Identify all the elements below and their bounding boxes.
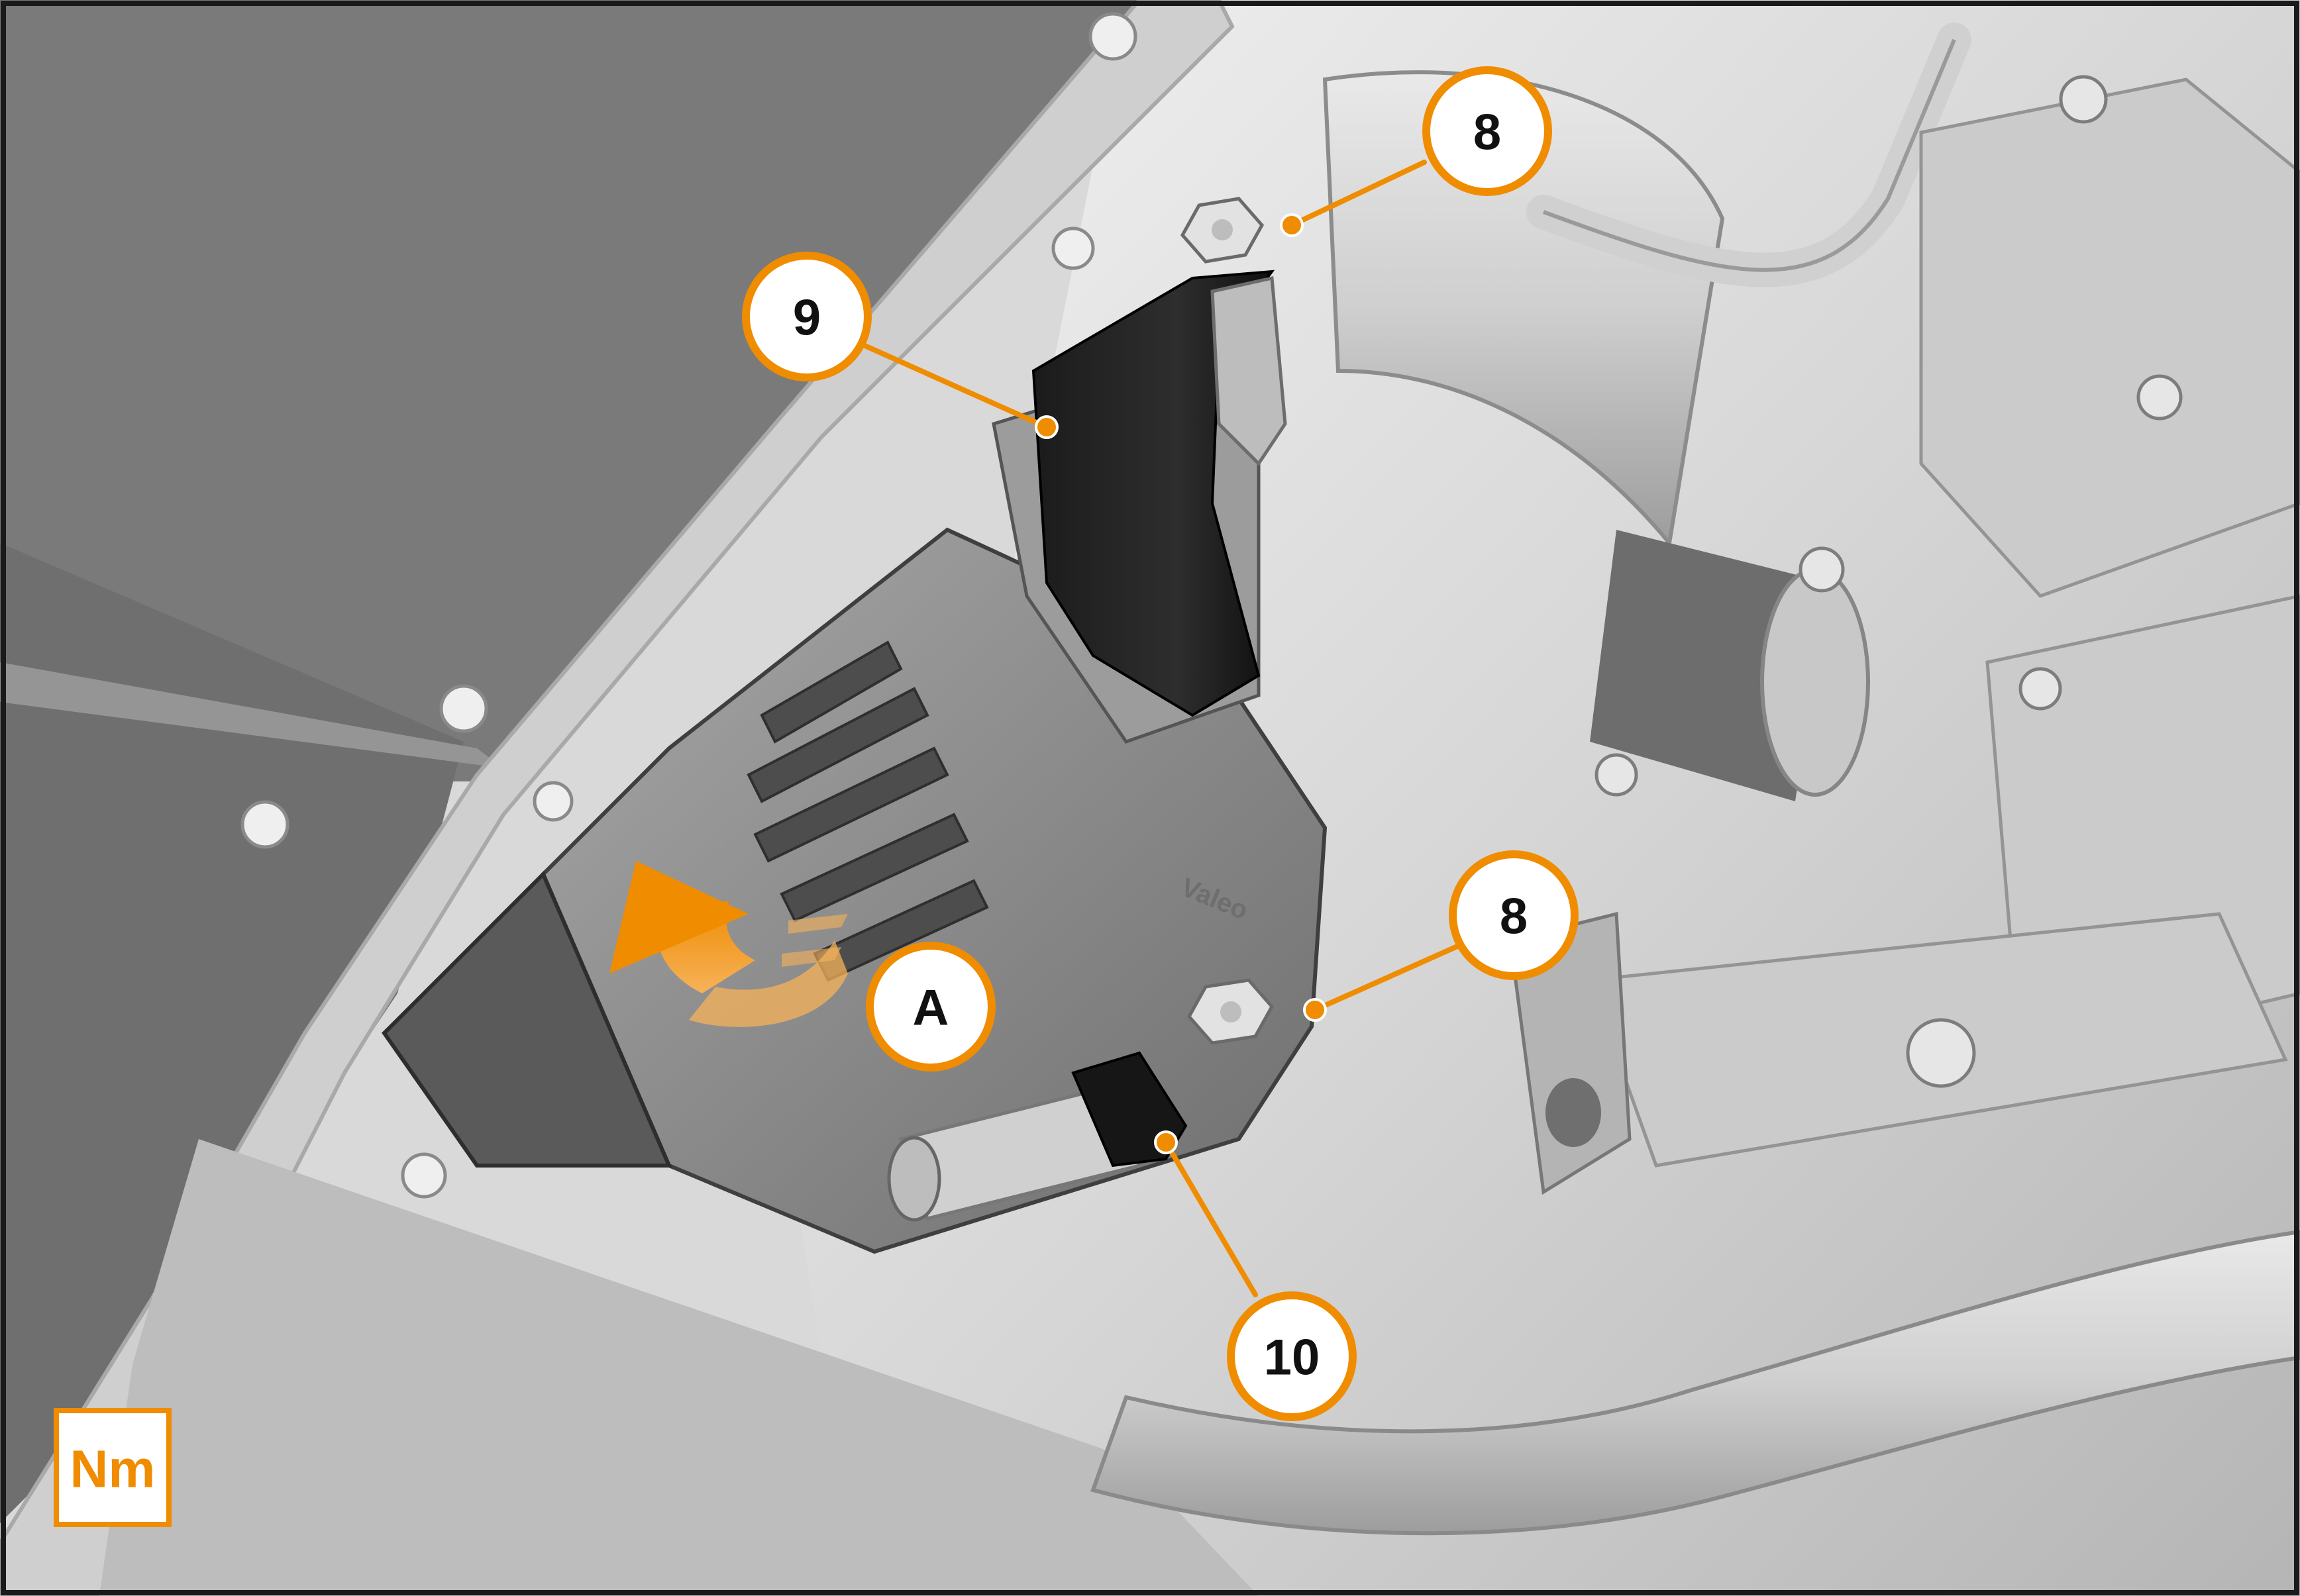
- callout-10: 10: [1227, 1291, 1357, 1421]
- underbody-panel-lower: [0, 543, 464, 1523]
- shaft-end: [887, 1136, 941, 1222]
- mounting-bolt-upper: [1180, 197, 1265, 264]
- callout-9: 9: [742, 252, 872, 381]
- drive-belt: [1031, 270, 1275, 717]
- subframe-beam-lower: [99, 1139, 1259, 1596]
- leader-anchor-dots: [1035, 213, 1327, 1154]
- callout-leader-lines: [852, 160, 1473, 1297]
- pipe-flange: [1760, 568, 1870, 797]
- leader-8-lower: [1312, 938, 1473, 1013]
- callout-9-label: 9: [793, 290, 821, 346]
- callout-a: A: [866, 942, 996, 1072]
- alternator-cooling-slots: [747, 640, 989, 982]
- torque-wrench-icon: Nm: [54, 1408, 172, 1527]
- callout-8-upper-label: 8: [1473, 105, 1501, 161]
- callout-10-label: 10: [1264, 1330, 1320, 1386]
- leader-9: [852, 338, 1049, 430]
- callout-a-label: A: [913, 980, 949, 1036]
- callout-8-upper: 8: [1422, 66, 1552, 196]
- callout-8-lower: 8: [1449, 850, 1579, 980]
- callout-8-lower-label: 8: [1500, 889, 1528, 945]
- torque-badge-label: Nm: [70, 1440, 156, 1499]
- mounting-bolt-lower: [1186, 978, 1275, 1045]
- casting-ribs-right: [1587, 77, 2300, 1168]
- leader-8-upper: [1289, 160, 1427, 228]
- panel-flange: [0, 662, 503, 768]
- alternator-rear-cover: [382, 870, 672, 1168]
- bracket-hole: [1545, 1078, 1601, 1147]
- leader-10: [1163, 1140, 1258, 1297]
- underbody-panel-dark: [0, 0, 1212, 781]
- coolant-line-upper-edge: [1542, 38, 1956, 272]
- belt-tensioner-pulley: [1210, 275, 1287, 466]
- curved-arrow-up-icon: [609, 861, 848, 1027]
